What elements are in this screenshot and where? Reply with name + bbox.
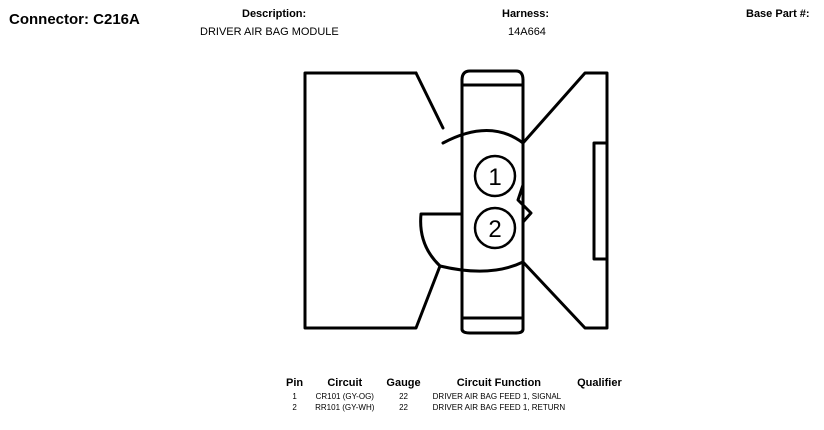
connector-title: Connector: C216A [9, 11, 140, 28]
column-gauge: Gauge [386, 377, 421, 389]
pin-cavity-1 [473, 154, 517, 198]
function-cell: DRIVER AIR BAG FEED 1, RETURN [432, 403, 566, 412]
harness-value: 14A664 [508, 26, 546, 38]
column-circuit-function: Circuit Function [456, 377, 542, 389]
qualifier-cell [571, 391, 628, 402]
circuit-cell: RR101 (GY-WH) [315, 403, 375, 412]
circuit-cell: CR101 (GY-OG) [315, 392, 374, 401]
pin-cavities: 1 2 [473, 154, 517, 250]
column-circuit: Circuit [327, 377, 363, 389]
table-row: 2 RR101 (GY-WH) 22 DRIVER AIR BAG FEED 1… [280, 402, 628, 413]
connector-right-body [521, 71, 609, 330]
latch-bottom-cap [460, 316, 525, 335]
description-value: DRIVER AIR BAG MODULE [200, 26, 339, 38]
connector-outline [303, 69, 609, 335]
pin-table: Pin Circuit Gauge Circuit Function Quali… [280, 377, 628, 413]
gauge-cell: 22 [399, 392, 408, 401]
harness-label: Harness: [502, 8, 550, 20]
latch-column [460, 78, 525, 331]
column-pin: Pin [286, 377, 304, 389]
function-cell: DRIVER AIR BAG FEED 1, SIGNAL [432, 392, 562, 401]
latch-top-cap [460, 69, 525, 82]
connector-left-upper-bevel [414, 71, 445, 130]
pin-table-header: Pin Circuit Gauge Circuit Function Quali… [280, 377, 628, 391]
connector-left-body [303, 71, 442, 330]
pin-label-1: 1 [488, 164, 501, 191]
column-qualifier: Qualifier [577, 377, 622, 389]
base-part-label: Base Part #: [746, 8, 810, 20]
connector-right-tab [592, 141, 609, 261]
gauge-cell: 22 [399, 403, 408, 412]
table-row: 1 CR101 (GY-OG) 22 DRIVER AIR BAG FEED 1… [280, 391, 628, 402]
pin-cell: 2 [292, 403, 297, 412]
qualifier-cell [571, 402, 628, 413]
pin-cavity-2 [473, 206, 517, 250]
pin-cell: 1 [292, 392, 297, 401]
cavity-housing [419, 129, 533, 273]
pin-label-2: 2 [488, 216, 501, 243]
description-label: Description: [242, 8, 307, 20]
